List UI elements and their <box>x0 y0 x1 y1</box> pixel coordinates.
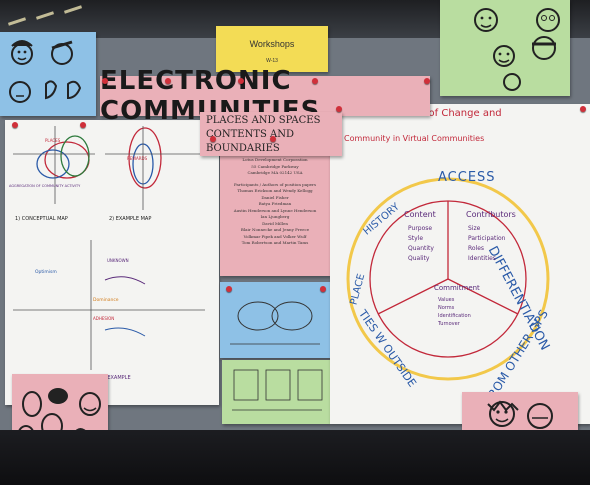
commitment-items: Values Norms Identification Turnover <box>438 296 471 328</box>
workshops-title: Workshops <box>249 39 295 49</box>
banner-title: ELECTRONIC COMMUNITIES <box>100 66 321 126</box>
label-places: PLACES <box>45 138 61 143</box>
label-aggregation: AGGREGATION OF COMMUNITY ACTIVITY <box>9 184 81 188</box>
push-pin <box>580 106 586 112</box>
faces-note-top-left <box>0 32 96 116</box>
participants-line: David Millen <box>262 220 288 226</box>
push-pin <box>336 106 342 112</box>
label-conceptual-map: 1) CONCEPTUAL MAP <box>15 216 68 222</box>
participants-line: Lotus Development Corporation <box>242 157 308 162</box>
workshops-code: W-13 <box>266 58 278 64</box>
title-banner: ELECTRONIC COMMUNITIES <box>100 66 430 126</box>
participants-line: Blair Nonnecke and Jenny Preece <box>240 227 310 232</box>
participants-line: Ian Ljungberg <box>260 214 290 219</box>
push-pin <box>424 78 430 84</box>
push-pin <box>165 78 171 84</box>
participants-line: Austin Henderson and Lynne Henderson <box>233 207 317 213</box>
subtitle-line1: PLACES AND SPACES <box>206 115 321 126</box>
participants-line: Daniel Fisher <box>261 194 289 200</box>
middle-diagram-note <box>220 282 330 358</box>
content-items: Purpose Style Quantity Quality <box>408 224 434 264</box>
label-adhesion: ADHESION <box>93 316 115 321</box>
contributors-item: Participation <box>468 235 506 242</box>
label-optimism: Optimism <box>35 270 57 275</box>
push-pin <box>102 78 108 84</box>
contributors-title: Contributors <box>466 210 516 219</box>
label-unknown: UNKNOWN <box>107 258 129 263</box>
subtitle-note: PLACES AND SPACES CONTENTS AND BOUNDARIE… <box>200 112 342 156</box>
participants-note: Michael J. Muller and Jessica Friedman (… <box>220 140 330 276</box>
contributors-item: Identities <box>468 255 496 262</box>
content-item: Style <box>408 235 424 242</box>
faces-note-top-right <box>440 0 570 96</box>
push-pin <box>210 136 216 142</box>
push-pin <box>80 122 86 128</box>
right-heading-line2: Community in Virtual Communities <box>344 134 485 143</box>
participants-line: Cambridge MA 02142 USA <box>247 170 303 175</box>
push-pin <box>12 122 18 128</box>
ring-access: ACCESS <box>438 170 496 185</box>
participants-line: Thomas Erickson and Wendy Kellogg <box>237 188 313 193</box>
middle-green-note <box>222 360 330 424</box>
content-item: Quality <box>408 255 430 262</box>
content-item: Purpose <box>408 225 433 232</box>
participants-line: Batya Friedman <box>258 201 292 206</box>
commitment-item: Norms <box>438 305 455 311</box>
floor-shadow <box>0 430 590 485</box>
participants-line: Volkmar Pipek and Volker Wulf <box>243 233 307 239</box>
commitment-item: Values <box>438 297 455 303</box>
left-poster: 1) CONCEPTUAL MAP 2) EXAMPLE MAP 3) MAPP… <box>5 120 219 405</box>
workshops-note: Workshops W-13 <box>216 26 328 72</box>
subtitle-line2: CONTENTS AND BOUNDARIES <box>206 129 295 154</box>
push-pin <box>238 78 244 84</box>
commitment-title: Commitment <box>434 284 480 292</box>
participants-line: Participants / Authors of position paper… <box>233 181 317 187</box>
content-title: Content <box>404 210 436 219</box>
participants-line: Tom Robertson and Martin Tams <box>241 240 309 245</box>
label-dominance: Dominance <box>93 298 119 303</box>
contributors-item: Size <box>468 225 481 232</box>
right-poster: A circular model of Change and Community… <box>330 104 590 424</box>
participants-line: 55 Cambridge Parkway <box>251 163 299 169</box>
push-pin <box>226 286 232 292</box>
commitment-item: Identification <box>438 313 471 319</box>
push-pin <box>270 136 276 142</box>
label-rewards: REWARDS <box>127 156 148 161</box>
commitment-item: Turnover <box>438 321 460 327</box>
content-item: Quantity <box>408 245 434 252</box>
push-pin <box>320 286 326 292</box>
push-pin <box>312 78 318 84</box>
contributors-items: Size Participation Roles Identities <box>468 224 505 264</box>
label-example-map: 2) EXAMPLE MAP <box>109 216 152 222</box>
contributors-item: Roles <box>468 245 485 252</box>
